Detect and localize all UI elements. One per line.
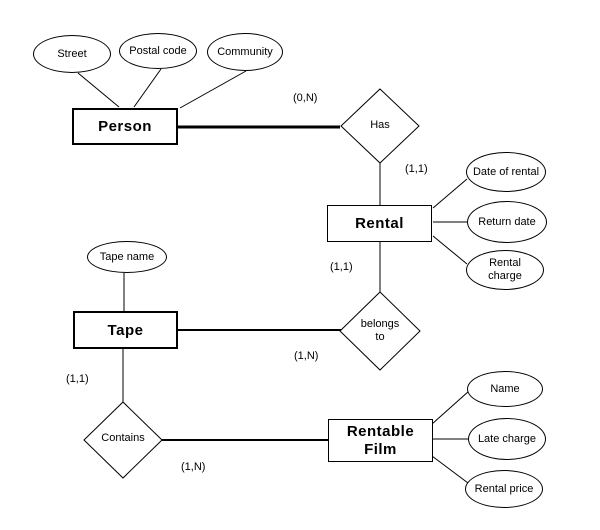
contains-diamond-shape (83, 401, 163, 479)
cardinality-rental-belongs-to: (1,1) (330, 261, 353, 273)
line-postalcode-person (133, 68, 162, 108)
connector-lines (77, 68, 470, 484)
attribute-postal-code: Postal code (119, 33, 197, 69)
line-rental-rentalcharge (432, 235, 468, 265)
cardinality-contains-rentable-film: (1,N) (181, 461, 206, 473)
attribute-tape-name: Tape name (87, 241, 167, 273)
belongs-to-diamond-shape (339, 291, 421, 371)
attribute-community: Community (207, 33, 283, 71)
cardinality-tape-belongs-to: (1,N) (294, 350, 319, 362)
relationship-diamonds (83, 88, 421, 479)
relationship-contains-label: Contains (101, 432, 145, 444)
line-rental-dateofrental (432, 178, 468, 209)
attribute-rental-price: Rental price (465, 470, 543, 508)
has-diamond-shape (340, 88, 420, 164)
entity-rentable-film: Rentable Film (328, 419, 433, 462)
line-rentablefilm-rentalprice (431, 455, 469, 484)
attribute-street: Street (33, 35, 111, 73)
attribute-rental-charge: Rental charge (466, 250, 544, 290)
entity-person: Person (72, 108, 178, 145)
relationship-has-label: Has (370, 119, 390, 131)
entity-rental: Rental (327, 205, 432, 242)
attribute-date-of-rental: Date of rental (466, 152, 546, 192)
attribute-name: Name (467, 371, 543, 407)
entity-tape: Tape (73, 311, 178, 349)
cardinality-tape-contains: (1,1) (66, 373, 89, 385)
cardinality-has-rental: (1,1) (405, 163, 428, 175)
attribute-return-date: Return date (467, 201, 547, 243)
line-street-person (77, 72, 120, 108)
relationship-belongs-to-label: belongs to (360, 318, 400, 343)
attribute-late-charge: Late charge (468, 418, 546, 460)
line-community-person (179, 70, 247, 109)
line-rentablefilm-name (431, 390, 470, 425)
cardinality-person-has: (0,N) (293, 92, 318, 104)
